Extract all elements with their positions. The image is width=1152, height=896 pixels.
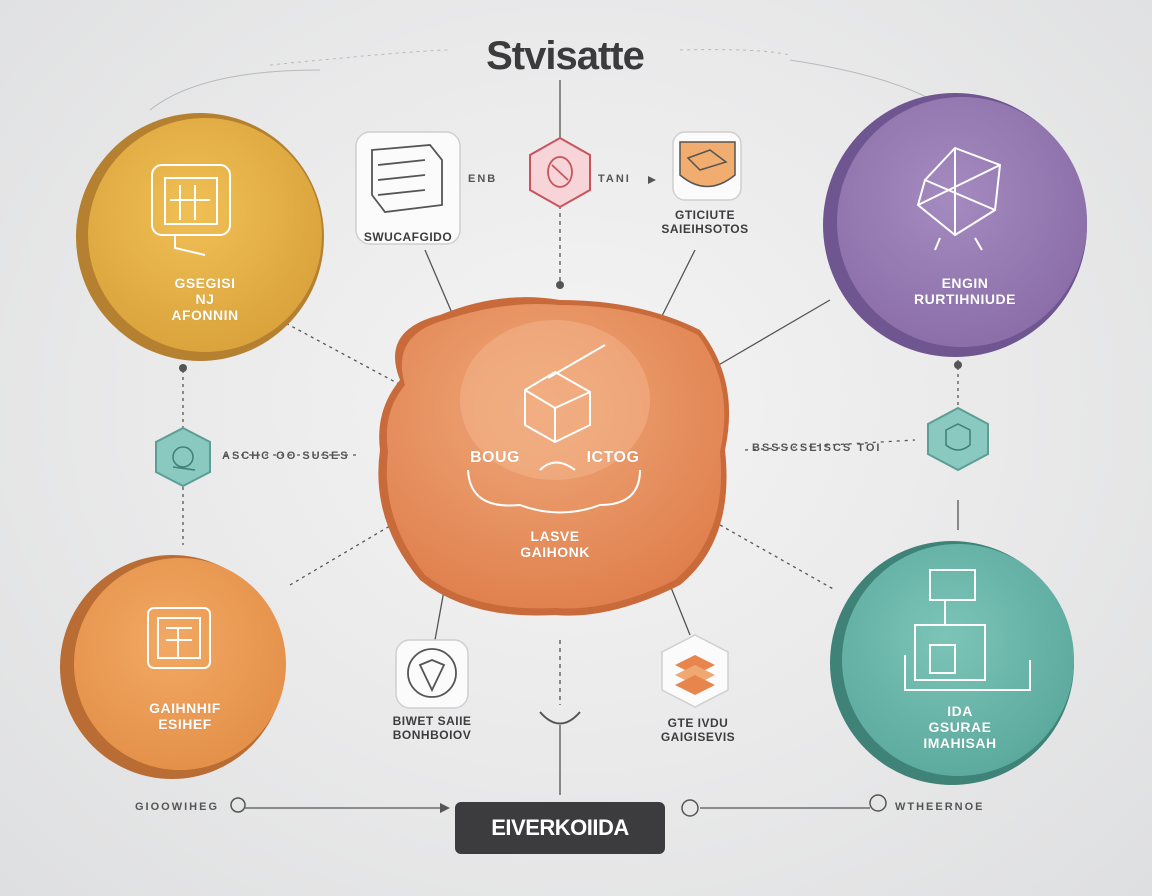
hex-node-right[interactable] xyxy=(927,406,989,472)
card-bottom-right[interactable] xyxy=(661,634,729,708)
node-top-left[interactable] xyxy=(76,113,324,361)
label-line: IMAHISAH xyxy=(923,735,997,751)
server-icon xyxy=(371,144,443,213)
connector-dots xyxy=(179,176,962,813)
hex-node-left[interactable] xyxy=(155,426,211,488)
card-top-left-label: SWUCAFGIDO xyxy=(363,230,453,244)
node-bottom-right[interactable] xyxy=(830,541,1074,785)
funnel-icon xyxy=(539,711,581,725)
label-line: GAIGISEVIS xyxy=(660,730,736,744)
connector-label-right: BSSSCSEISCS TOI xyxy=(752,442,882,454)
connector-label-top-a: ENB xyxy=(468,173,498,185)
label-line: GTICIUTE xyxy=(675,208,735,222)
node-bottom-left-label: GAIHNHIF ESIHEF xyxy=(120,700,250,732)
connector-label-left: ASCHC OO SUSES xyxy=(222,450,350,462)
label-line: BIWET SAIIE xyxy=(392,714,472,728)
card-top-right[interactable] xyxy=(672,131,742,201)
label-line: SAIEIHSOTOS xyxy=(661,222,749,236)
connector-label-bottom-right: WTHEERNOE xyxy=(895,801,985,813)
node-center-left-label: BOUG xyxy=(470,449,520,466)
node-top-right[interactable] xyxy=(823,93,1087,357)
card-center-top[interactable] xyxy=(529,136,591,209)
node-bottom-right-label: IDA GSURAE IMAHISAH xyxy=(890,703,1030,751)
connector-label-top-b: TANI xyxy=(598,173,631,185)
card-top-right-label: GTICIUTE SAIEIHSOTOS xyxy=(650,208,760,236)
label-line: ENGIN xyxy=(941,275,989,291)
layers-icon xyxy=(675,655,715,695)
diagram-title: Stvisatte xyxy=(486,34,645,78)
connector-ring-icon xyxy=(681,799,699,817)
crystal-icon xyxy=(916,146,1002,251)
node-top-right-label: ENGIN RURTIHNIUDE xyxy=(890,275,1040,307)
card-top-left[interactable] xyxy=(355,131,461,245)
node-center[interactable] xyxy=(378,297,730,616)
label-line: ESIHEF xyxy=(158,716,212,732)
label-line: GTE IVDU xyxy=(667,716,729,730)
footer-button[interactable]: EIVERKOIIDA xyxy=(455,802,665,854)
label-line: GAIHONK xyxy=(520,544,590,560)
label-line: NJ xyxy=(195,291,215,307)
label-line: GSURAE xyxy=(928,719,992,735)
machine-icon xyxy=(904,569,1031,691)
label-line: GAIHNHIF xyxy=(149,700,221,716)
document-icon xyxy=(147,607,211,669)
card-bottom-left[interactable] xyxy=(395,639,469,709)
label-line: AFONNIN xyxy=(171,307,239,323)
label-line: RURTIHNIUDE xyxy=(914,291,1016,307)
connector-label-bottom-left: GIOOWIHEG xyxy=(135,801,219,813)
diamond-icon xyxy=(418,659,446,693)
shield-icon xyxy=(945,423,971,451)
gem-icon xyxy=(547,156,573,188)
node-center-right-label: ICTOG xyxy=(586,449,640,466)
card-bottom-right-label: GTE IVDU GAIGISEVIS xyxy=(648,716,748,744)
lock-icon xyxy=(172,446,196,471)
connector-ring-icon xyxy=(230,797,246,813)
label-line: GSEGISI xyxy=(174,275,236,291)
label-line: IDA xyxy=(947,703,973,719)
shield-orange-icon xyxy=(679,141,736,188)
circle-frame-icon xyxy=(407,648,457,698)
label-line: BONHBOIOV xyxy=(392,728,472,742)
node-top-left-label: GSEGISI NJ AFONNIN xyxy=(135,275,275,323)
label-line: LASVE xyxy=(530,528,580,544)
node-center-label: LASVE GAIHONK xyxy=(490,528,620,560)
building-icon xyxy=(151,164,231,256)
node-bottom-left[interactable] xyxy=(60,555,286,779)
card-bottom-left-label: BIWET SAIIE BONHBOIOV xyxy=(382,714,482,742)
connector-ring-icon xyxy=(869,794,887,812)
box-icon xyxy=(467,344,641,514)
